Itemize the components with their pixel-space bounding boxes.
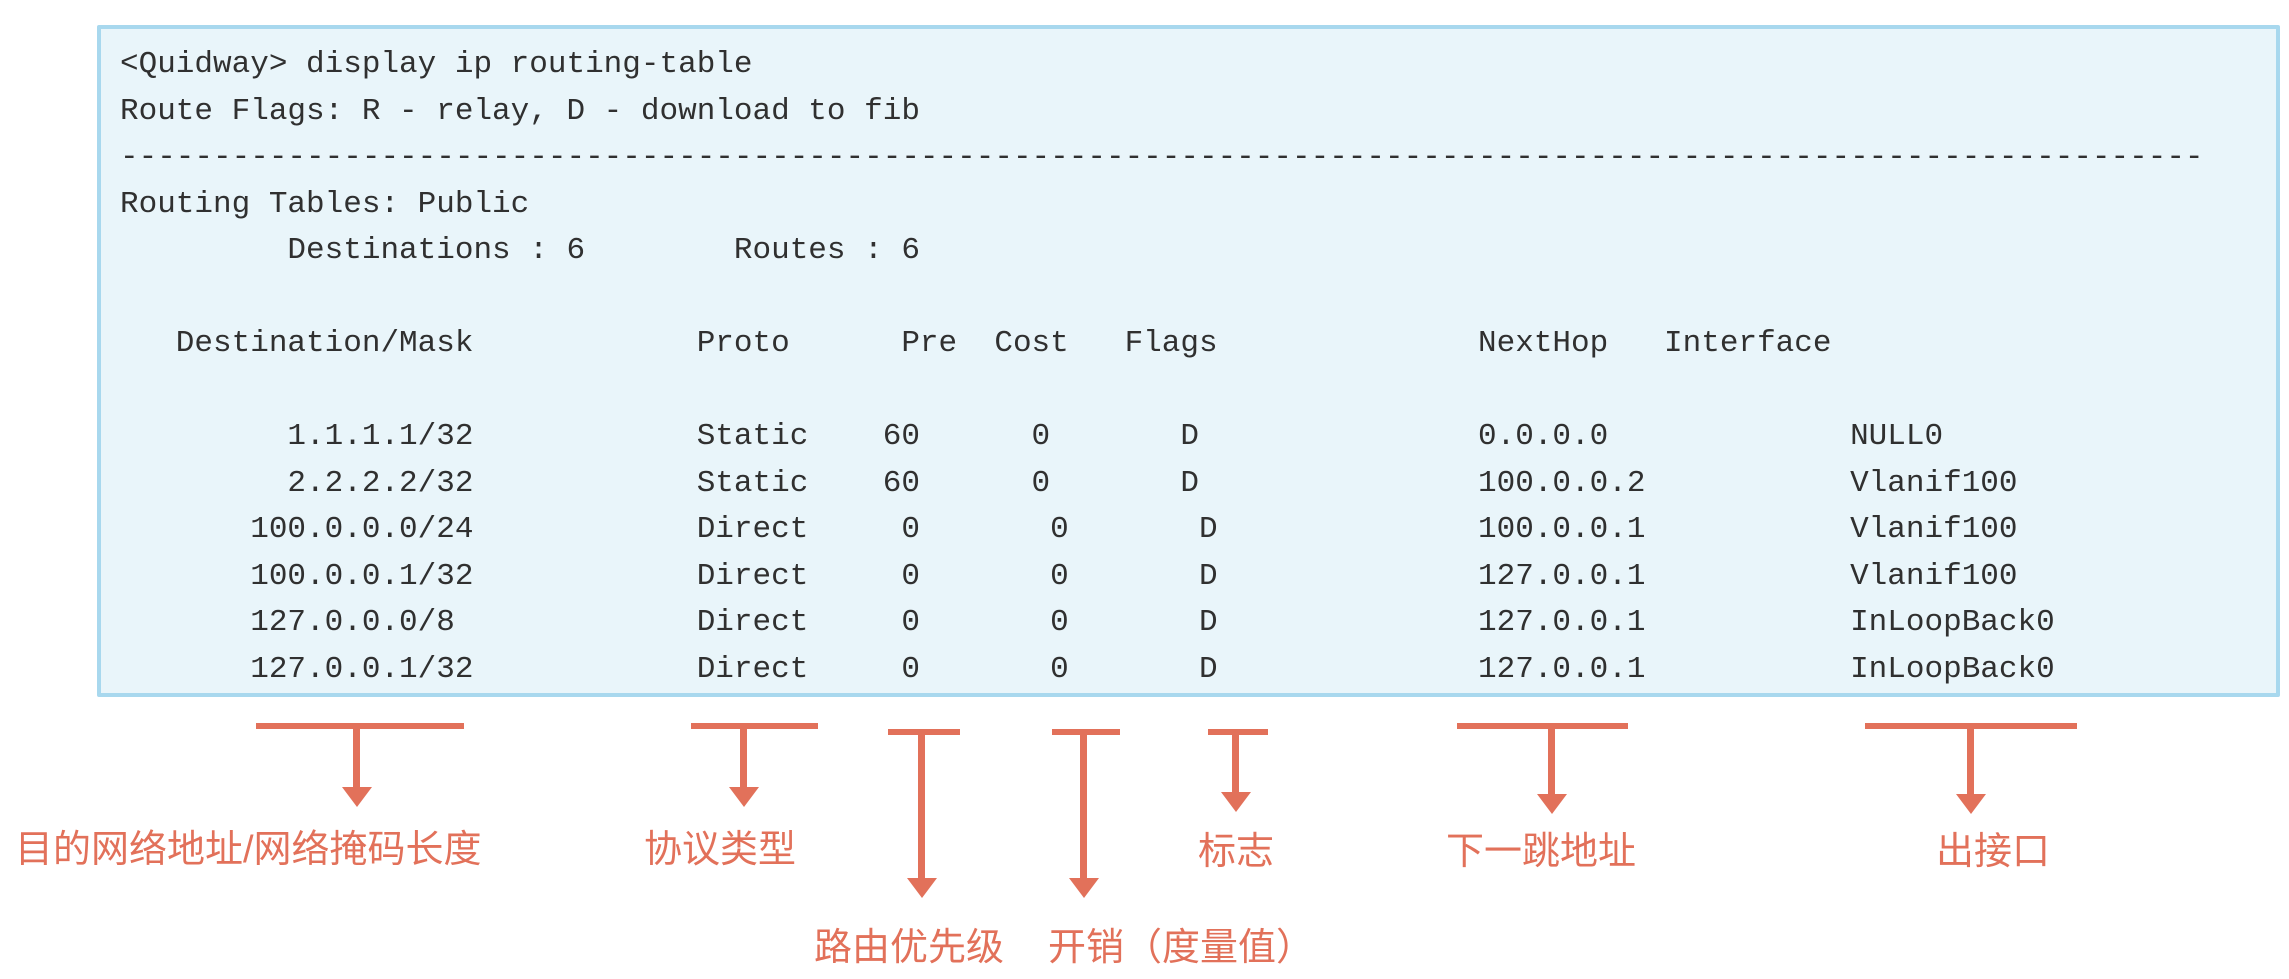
bracket-line xyxy=(691,723,818,729)
terminal-line-blank xyxy=(120,275,2276,322)
down-arrow-icon xyxy=(1221,792,1251,812)
down-arrow-icon xyxy=(907,878,937,898)
down-arrow-icon xyxy=(353,723,360,787)
table-row: 100.0.0.0/24 Direct 0 0 D 100.0.0.1 Vlan… xyxy=(120,512,2018,547)
terminal-line-header: Destination/Mask Proto Pre Cost Flags Ne… xyxy=(120,326,1832,361)
terminal-line-command: <Quidway> display ip routing-table xyxy=(120,47,753,82)
annotation-label: 协议类型 xyxy=(644,829,797,871)
down-arrow-icon xyxy=(342,787,372,807)
terminal-line-tables: Routing Tables: Public xyxy=(120,186,530,222)
annotation-label: 目的网络地址/网络掩码长度 xyxy=(15,829,482,871)
annotation-label: 标志 xyxy=(1198,831,1275,873)
bracket-line xyxy=(256,723,464,729)
terminal-line-route-flags: Route Flags: R - relay, D - download to … xyxy=(120,93,920,129)
down-arrow-icon xyxy=(729,787,759,807)
down-arrow-icon xyxy=(740,723,747,787)
down-arrow-icon xyxy=(1548,723,1555,794)
terminal-line-blank xyxy=(120,368,2276,415)
table-row: 100.0.0.1/32 Direct 0 0 D 127.0.0.1 Vlan… xyxy=(120,558,2018,594)
down-arrow-icon xyxy=(918,729,925,878)
table-row: 127.0.0.1/32 Direct 0 0 D 127.0.0.1 InLo… xyxy=(120,651,2055,687)
table-row: 2.2.2.2/32 Static 60 0 D 100.0.0.2 Vlani… xyxy=(120,465,2018,501)
down-arrow-icon xyxy=(1967,723,1974,794)
bracket-line xyxy=(1457,723,1628,729)
terminal-line-separator: ----------------------------------------… xyxy=(120,140,2204,175)
down-arrow-icon xyxy=(1080,729,1087,878)
routing-table-panel: <Quidway> display ip routing-table Route… xyxy=(97,25,2280,697)
down-arrow-icon xyxy=(1537,794,1567,814)
down-arrow-icon xyxy=(1069,878,1099,898)
annotation-label: 出接口 xyxy=(1936,831,2051,873)
down-arrow-icon xyxy=(1232,729,1239,792)
table-row: 127.0.0.0/8 Direct 0 0 D 127.0.0.1 InLoo… xyxy=(120,605,2055,640)
terminal-line-counts: Destinations : 6 Routes : 6 xyxy=(120,233,920,268)
annotation-label: 开销（度量值） xyxy=(1048,927,1315,969)
annotation-label: 下一跳地址 xyxy=(1446,831,1637,873)
annotation-label: 路由优先级 xyxy=(814,927,1005,969)
down-arrow-icon xyxy=(1956,794,1986,814)
table-row: 1.1.1.1/32 Static 60 0 D 0.0.0.0 NULL0 xyxy=(120,419,1944,454)
